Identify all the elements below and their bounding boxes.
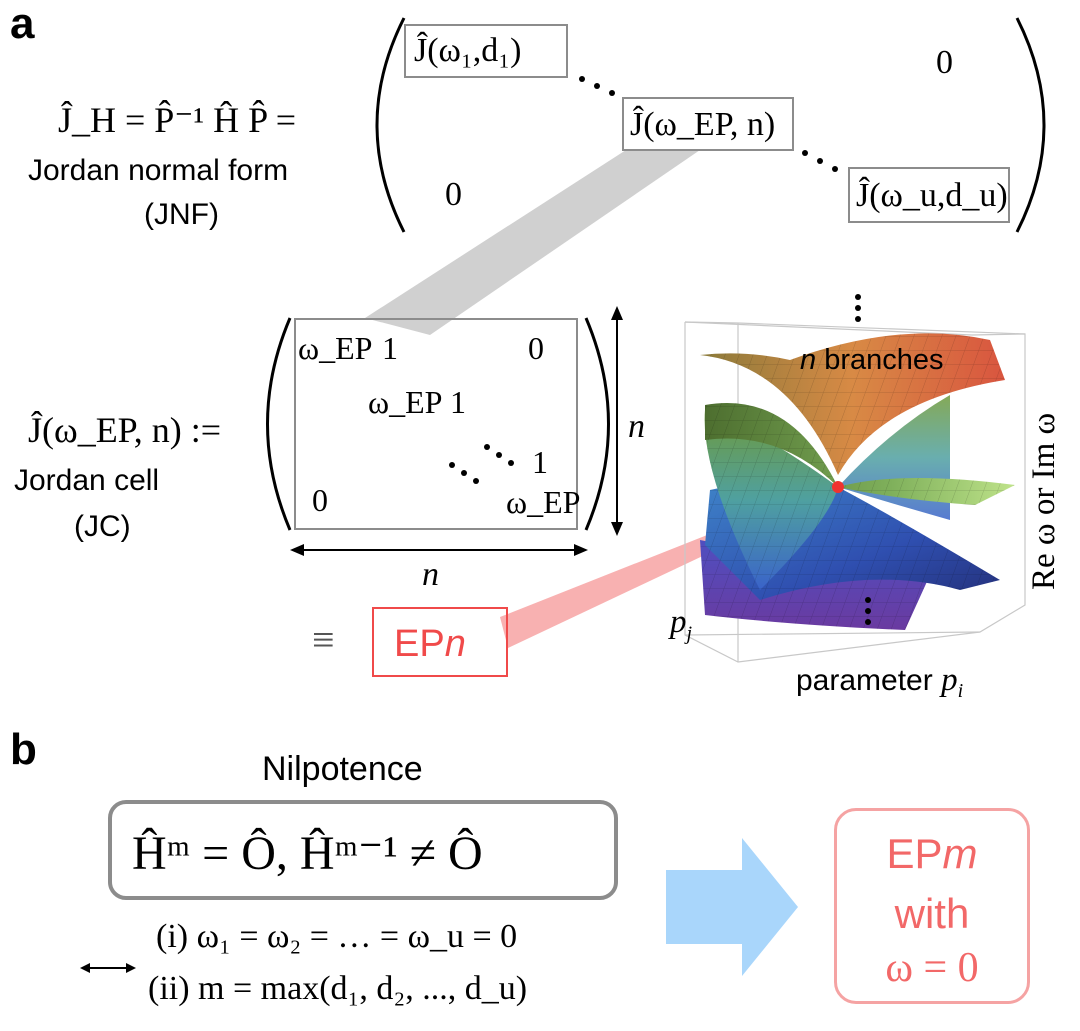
epm-line3: ω = 0 xyxy=(885,945,979,991)
nilpotence-title: Nilpotence xyxy=(262,750,423,788)
axis-pj-label: pj xyxy=(670,606,692,644)
axis-pi: p xyxy=(941,662,958,698)
jc-caption-line2: (JC) xyxy=(74,510,131,543)
cell-one-1: 1 xyxy=(382,330,398,366)
epn-n: n xyxy=(444,623,466,665)
jnf-caption-line1: Jordan normal form xyxy=(28,154,289,187)
equiv-sign: ≡ xyxy=(312,617,335,662)
axis-pi-label: parameter pi xyxy=(796,662,964,702)
implies-arrow xyxy=(666,838,798,976)
zoom-wedge-gray xyxy=(365,150,700,335)
cell-omega-2: ω_EP xyxy=(368,384,443,420)
jc-right-bracket xyxy=(584,317,610,531)
epm-line2: with xyxy=(894,890,970,937)
jc-caption-line1: Jordan cell xyxy=(14,464,160,497)
n-vertical-arrow xyxy=(611,306,623,536)
jordan-block-1-text: Ĵ(ω₁,d₁) xyxy=(414,32,522,69)
cell-omega-3: ω_EP xyxy=(506,484,581,520)
n-bottom-label: n xyxy=(422,556,439,593)
axis-pj-sub: j xyxy=(686,622,693,645)
cell-one-3: 1 xyxy=(532,444,548,480)
jordan-block-ep: Ĵ(ω_EP, n) xyxy=(622,97,794,151)
n-right-label: n xyxy=(628,408,645,445)
axis-pi-sub: i xyxy=(957,680,964,702)
jnf-zero-lower: 0 xyxy=(445,176,462,213)
axis-vertical-label: Re ω or Im ω xyxy=(1026,412,1062,590)
epm-box: EPm with ω = 0 xyxy=(834,808,1030,1004)
epn-text: EP xyxy=(394,623,445,665)
axis-pj: p xyxy=(670,604,687,640)
branches-n: n xyxy=(800,344,817,376)
epn-box: EPn xyxy=(372,607,508,677)
nilpotence-box: Ĥᵐ = Ô, Ĥᵐ⁻¹ ≠ Ô xyxy=(108,800,618,900)
eigenvalue-surfaces xyxy=(700,333,1015,630)
jc-left-bracket xyxy=(266,317,292,531)
cell-omega-1: ω_EP xyxy=(298,330,373,366)
branches-label: n branches xyxy=(800,346,944,375)
branch-dots xyxy=(855,294,871,625)
jnf-left-bracket xyxy=(375,17,406,233)
epn-label: EPn xyxy=(394,625,466,663)
cell-zero-bottom-left: 0 xyxy=(312,482,328,518)
branches-text: branches xyxy=(816,344,944,376)
jordan-block-1: Ĵ(ω₁,d₁) xyxy=(404,24,568,78)
jordan-block-u: Ĵ(ω_u,d_u) xyxy=(848,167,1010,223)
ep-point xyxy=(832,481,844,493)
jnf-diagonal-dots xyxy=(579,76,838,172)
cell-one-2: 1 xyxy=(450,384,466,420)
jnf-equation: Ĵ_H = P̂⁻¹ Ĥ P̂ = xyxy=(58,100,297,140)
jnf-right-bracket xyxy=(1015,17,1046,233)
panel-label-a: a xyxy=(10,0,35,48)
panel-label-b: b xyxy=(10,725,37,774)
epm-line1: EPm xyxy=(837,833,1027,875)
equivalence-arrow xyxy=(80,963,136,973)
jordan-block-u-text: Ĵ(ω_u,d_u) xyxy=(856,177,1008,214)
jc-diagonal-dots xyxy=(449,444,514,484)
condition-ii: (ii) m = max(d₁, d₂, ..., d_u) xyxy=(148,970,528,1007)
cell-zero-top-right: 0 xyxy=(528,330,544,366)
epm-m: m xyxy=(942,830,978,877)
jnf-zero-upper: 0 xyxy=(936,44,953,81)
jordan-cell-def: Ĵ(ω_EP, n) := xyxy=(28,410,222,450)
n-horizontal-arrow xyxy=(290,544,588,556)
jordan-block-ep-text: Ĵ(ω_EP, n) xyxy=(630,106,776,143)
axis-pi-text: parameter xyxy=(796,664,942,697)
epm-text: EP xyxy=(886,830,943,877)
nilpotence-condition: Ĥᵐ = Ô, Ĥᵐ⁻¹ ≠ Ô xyxy=(132,827,483,880)
condition-i: (i) ω₁ = ω₂ = … = ω_u = 0 xyxy=(156,918,518,955)
jordan-cell-box xyxy=(294,318,578,530)
jnf-caption-line2: (JNF) xyxy=(144,198,219,231)
